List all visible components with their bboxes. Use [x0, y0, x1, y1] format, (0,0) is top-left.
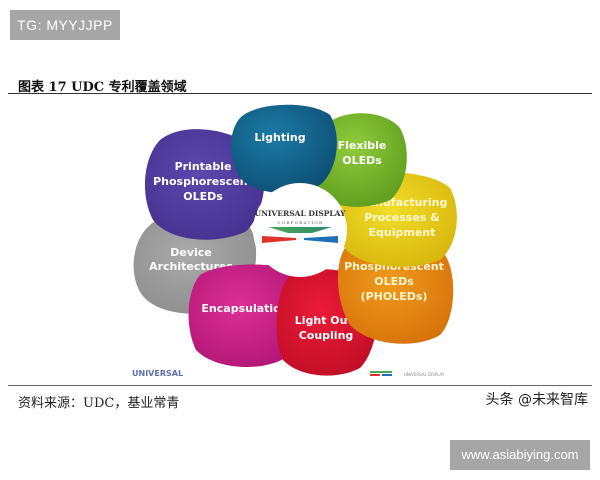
svg-text:OLEDs: OLEDs	[183, 190, 223, 203]
center-logo: UNIVERSAL DISPLAY C O R P O R A T I O N	[253, 183, 347, 277]
universal-logo-left: UNIVERSAL	[132, 369, 183, 378]
svg-text:Equipment: Equipment	[369, 226, 436, 239]
svg-text:Device: Device	[170, 246, 212, 259]
svg-text:Printable: Printable	[175, 160, 232, 173]
svg-text:(PHOLEDs): (PHOLEDs)	[361, 290, 428, 303]
telegram-watermark: TG: MYYJJPP	[10, 10, 120, 40]
svg-text:OLEDs: OLEDs	[342, 154, 382, 167]
svg-text:Light Out-: Light Out-	[295, 314, 358, 327]
svg-text:OLEDs: OLEDs	[374, 275, 414, 288]
site-watermark: www.asiabiying.com	[450, 440, 590, 470]
petal-pholeds: Phosphorescent OLEDs (PHOLEDs)	[337, 241, 454, 344]
figure-title: 图表 17 UDC 专利覆盖领域	[18, 80, 187, 95]
svg-text:Flexible: Flexible	[338, 139, 387, 152]
svg-text:Coupling: Coupling	[299, 329, 354, 342]
svg-text:Encapsulation: Encapsulation	[201, 302, 288, 315]
petal-lighting: Lighting	[231, 104, 337, 194]
figure-source: 资料来源：UDC，基业常青	[18, 396, 180, 411]
universal-display-logo-right: UNIVERSAL DISPLAY	[404, 372, 445, 377]
title-divider	[8, 93, 592, 94]
udc-logo-mark-right	[370, 371, 392, 376]
svg-text:Phosphorescent: Phosphorescent	[153, 175, 253, 188]
petal-encapsulation: Encapsulation	[188, 264, 301, 368]
toutiao-watermark: 头条 @未来智库	[485, 392, 588, 408]
source-divider	[8, 385, 592, 386]
svg-text:Lighting: Lighting	[254, 131, 305, 144]
svg-text:UNIVERSAL DISPLAY: UNIVERSAL DISPLAY	[255, 209, 347, 218]
svg-text:Processes &: Processes &	[364, 211, 440, 224]
svg-text:C O R P O R A T I O N: C O R P O R A T I O N	[278, 220, 323, 225]
